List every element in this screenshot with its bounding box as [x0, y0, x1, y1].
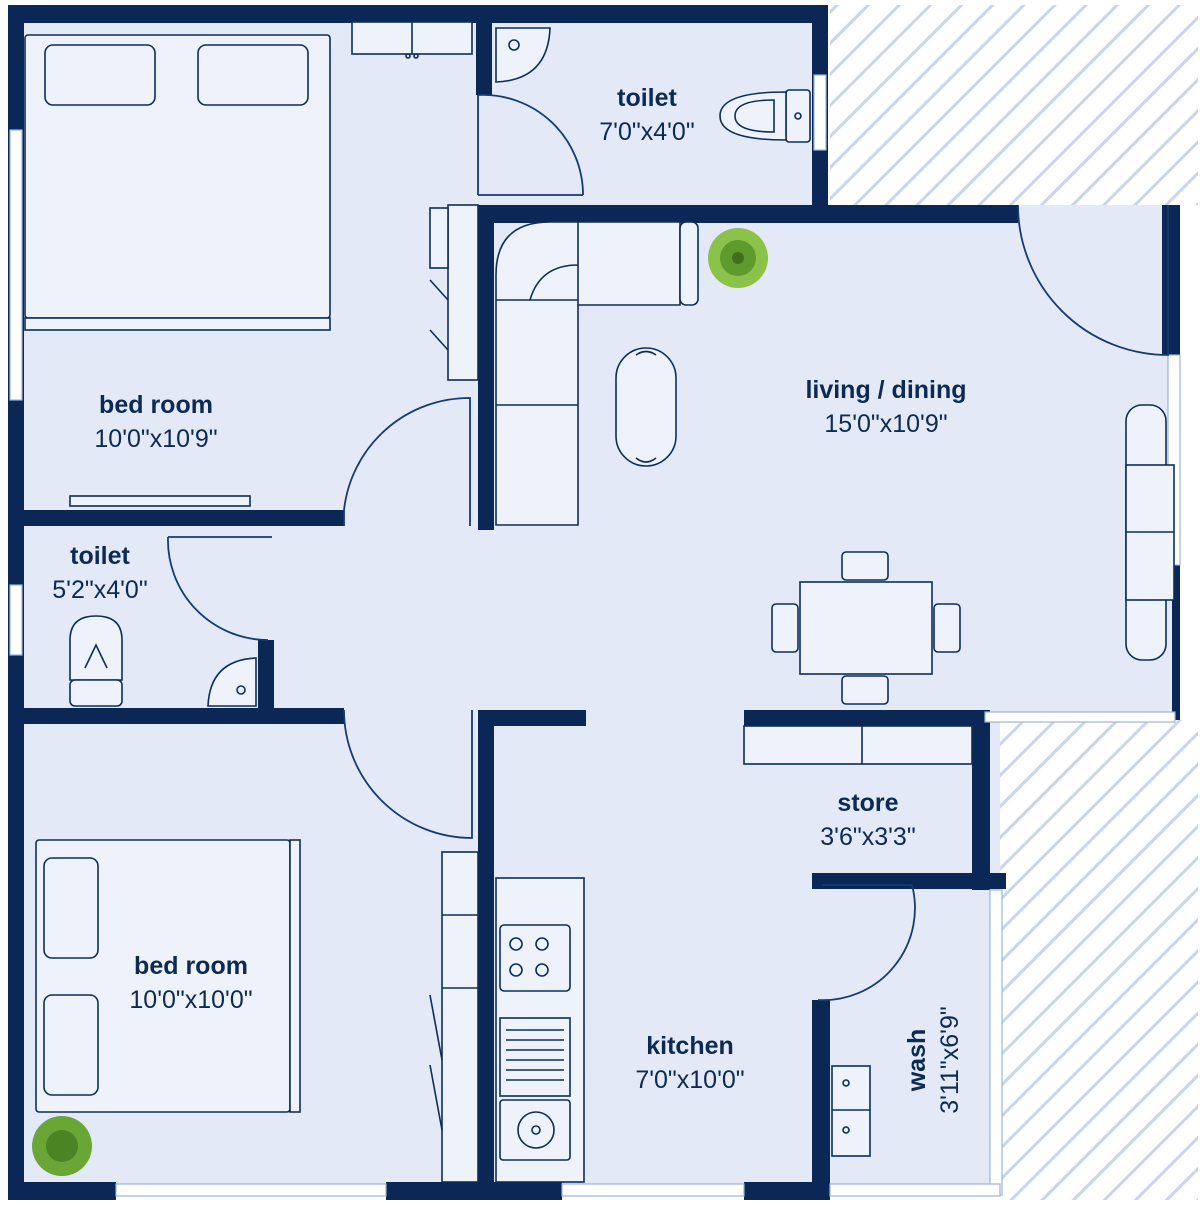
sofa-l-shaped: [495, 221, 699, 526]
dining-table: [771, 551, 961, 705]
wardrobe-bottom: [429, 851, 479, 1183]
double-bed-bottom: [35, 839, 301, 1113]
living-dims: 15'0"x10'9": [824, 410, 947, 438]
toilet-left-dims: 5'2"x4'0": [52, 576, 147, 604]
kitchen-counter: [495, 877, 585, 1183]
store-shelf: [743, 725, 973, 765]
wash-dims: 3'11"x6'9": [936, 1006, 964, 1113]
study-desk-top: [429, 204, 479, 381]
balcony-hatch-top: [830, 5, 1198, 205]
living-name: living / dining: [805, 376, 966, 404]
double-bed-top: [24, 34, 331, 331]
doors: [167, 94, 1169, 1001]
potted-plant-living: [708, 228, 768, 288]
sideboard-living: [1125, 404, 1175, 661]
shelf-top-bedroom: [69, 495, 251, 507]
kitchen-dims: 7'0"x10'0": [635, 1066, 744, 1094]
kitchen-name: kitchen: [646, 1032, 734, 1060]
coffee-table: [615, 347, 677, 467]
store-dims: 3'6"x3'3": [820, 823, 915, 851]
wash-name: wash: [903, 1029, 931, 1093]
windows: [9, 74, 1181, 1197]
bedroom-bottom-name: bed room: [134, 952, 248, 980]
toilet-top-name: toilet: [617, 84, 677, 112]
bedroom-bottom-dims: 10'0"x10'0": [129, 986, 252, 1014]
room-labels: toilet 7'0"x4'0" bed room 10'0"x10'9" li…: [52, 84, 966, 1114]
toilet-top-dims: 7'0"x4'0": [599, 118, 694, 146]
toilet-left-fixtures: [69, 615, 257, 707]
wash-basins: [831, 1065, 871, 1157]
toilet-left-name: toilet: [70, 542, 130, 570]
bedroom-top-dims: 10'0"x10'9": [94, 425, 217, 453]
store-name: store: [837, 789, 898, 817]
wardrobe-top: [351, 21, 473, 59]
toilet-top-fixtures: [495, 27, 811, 143]
bedroom-top-name: bed room: [99, 391, 213, 419]
potted-plant-bedroom: [32, 1116, 92, 1176]
balcony-hatch-right: [990, 720, 1198, 1200]
